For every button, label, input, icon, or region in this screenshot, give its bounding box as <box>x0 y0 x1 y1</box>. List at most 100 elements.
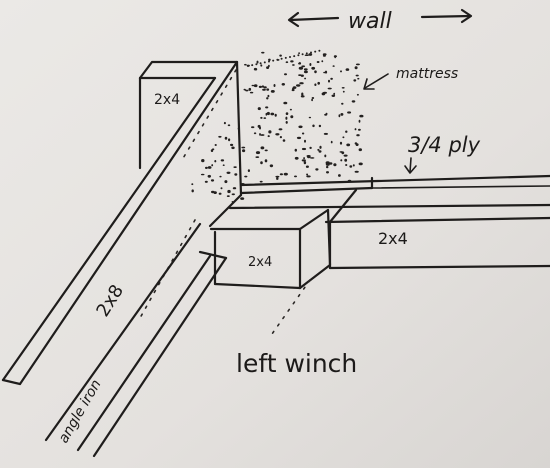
mattress-dot <box>322 53 327 56</box>
mattress-dot <box>319 145 322 149</box>
mattress-dot <box>270 90 275 93</box>
mattress-dot <box>263 117 267 119</box>
mattress-dot <box>266 88 270 91</box>
mattress-dot <box>282 139 286 142</box>
mattress-dot <box>228 138 231 142</box>
mattress-dot <box>331 94 336 98</box>
mattress-dot <box>191 189 194 193</box>
mattress-dot <box>340 70 342 73</box>
mattress-dot <box>266 97 269 100</box>
mattress-dot <box>261 85 265 88</box>
mattress-dot <box>311 97 315 99</box>
mattress-dot <box>247 169 250 173</box>
mattress-dot <box>301 53 304 56</box>
mattress-dot <box>226 195 230 198</box>
mattress-dot <box>285 61 289 64</box>
mattress-dot <box>306 155 311 157</box>
mattress-dot <box>231 193 235 196</box>
mattress-dot <box>279 54 282 57</box>
mattress-dot <box>259 62 262 65</box>
mattress-dot <box>245 89 249 92</box>
mattress-dot <box>260 161 263 165</box>
mattress-dot <box>244 175 248 178</box>
mattress-dot <box>249 91 254 94</box>
mattress-dot <box>296 136 302 140</box>
mattress-dot <box>284 56 287 59</box>
mattress-dot <box>330 77 333 80</box>
mattress-dot <box>314 50 317 53</box>
mattress-dot <box>290 60 294 63</box>
mattress-dot <box>218 192 222 195</box>
mattress-dot <box>268 130 272 134</box>
mattress-dot <box>340 159 343 162</box>
mattress-dot <box>314 70 317 74</box>
mattress-dot <box>338 174 341 177</box>
mattress-dot <box>283 101 288 105</box>
mattress-dot <box>327 87 332 90</box>
mattress-dot <box>308 116 312 119</box>
mattress-dot <box>281 83 285 86</box>
post-2x4-label: 2x4 <box>154 92 180 108</box>
mattress-dot <box>259 180 263 183</box>
mattress-dot <box>341 87 345 89</box>
mattress-dot <box>275 175 280 178</box>
mattress-dot <box>257 124 261 128</box>
mattress-dot <box>324 70 328 74</box>
mattress-dot <box>211 190 215 194</box>
mattress-dot <box>284 73 287 76</box>
mattress-dot <box>268 58 271 61</box>
mattress-arrow <box>363 73 389 90</box>
mattress-dot <box>275 133 280 136</box>
mattress-dot <box>201 159 205 163</box>
mattress-dot <box>260 64 263 67</box>
mattress-dot <box>267 135 270 138</box>
mattress-dot <box>233 166 237 169</box>
mattress-dot <box>345 164 348 166</box>
mattress-dot <box>227 124 231 127</box>
mattress-dot <box>304 77 307 80</box>
mattress-dot <box>352 164 355 167</box>
mattress-dot <box>270 112 275 116</box>
mattress-dot <box>353 79 357 82</box>
mattress-dot <box>346 143 351 147</box>
mattress-dot <box>354 128 357 131</box>
mattress-dot <box>326 171 329 174</box>
mattress-dot <box>263 61 266 64</box>
mattress-dot <box>241 146 246 149</box>
mattress-dot <box>312 124 315 128</box>
mattress-dot <box>210 179 215 182</box>
mattress-dot <box>326 165 329 169</box>
mattress-dot <box>223 121 226 125</box>
mattress-dot <box>311 66 316 70</box>
mattress-dot <box>207 174 211 178</box>
mattress-dot <box>310 51 312 54</box>
mattress-dot <box>266 66 270 69</box>
mattress-dot <box>256 60 259 64</box>
mattress-dot <box>317 148 320 151</box>
mattress-dot <box>304 54 309 56</box>
mattress-dot <box>358 162 363 166</box>
mattress-dot <box>260 116 263 119</box>
mattress-dot <box>253 132 257 135</box>
mattress-dot <box>356 93 359 96</box>
mattress-dot <box>359 114 364 118</box>
mattress-dot <box>324 154 327 158</box>
mattress-dot <box>345 130 348 133</box>
mattress-dot <box>200 173 205 176</box>
mattress-dot <box>244 63 247 66</box>
mattress-dot <box>316 61 320 63</box>
mattress-dot <box>294 175 297 178</box>
mattress-dot <box>358 128 361 131</box>
mattress-dot <box>285 112 289 115</box>
mattress-dot <box>276 58 279 61</box>
mattress-dot <box>280 57 283 60</box>
mattress-dot <box>309 146 312 149</box>
mattress-dot <box>303 157 305 160</box>
mattress-dot <box>257 107 261 111</box>
mattress-dot <box>325 161 330 165</box>
mattress-dot <box>323 71 326 74</box>
mattress-dot <box>224 136 228 140</box>
mattress-dot <box>220 159 225 162</box>
